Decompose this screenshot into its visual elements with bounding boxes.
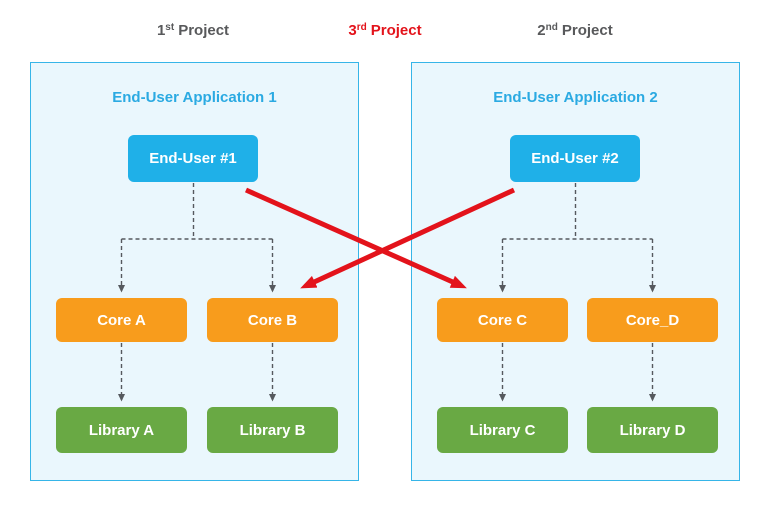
panel-header: End-User Application 2	[493, 89, 658, 106]
node-core-d: Core_D	[587, 298, 718, 342]
node-library-b: Library B	[207, 407, 338, 453]
node-core-b: Core B	[207, 298, 338, 342]
node-library-d: Library D	[587, 407, 718, 453]
node-library-c: Library C	[437, 407, 568, 453]
node-library-a: Library A	[56, 407, 187, 453]
title-word: Project	[178, 22, 230, 39]
node-core-c: Core C	[437, 298, 568, 342]
title-number: 3	[348, 22, 357, 39]
panel-header: End-User Application 1	[112, 89, 277, 106]
title-ordinal-suffix: rd	[356, 22, 367, 33]
title-ordinal-suffix: st	[165, 22, 175, 33]
node-core-a: Core A	[56, 298, 187, 342]
title-word: Project	[370, 22, 422, 39]
title-number: 2	[537, 22, 546, 39]
node-end-user-2: End-User #2	[510, 135, 640, 182]
node-end-user-1: End-User #1	[128, 135, 258, 182]
title-ordinal-suffix: nd	[545, 22, 558, 33]
title-word: Project	[561, 22, 613, 39]
title-number: 1	[156, 22, 166, 39]
